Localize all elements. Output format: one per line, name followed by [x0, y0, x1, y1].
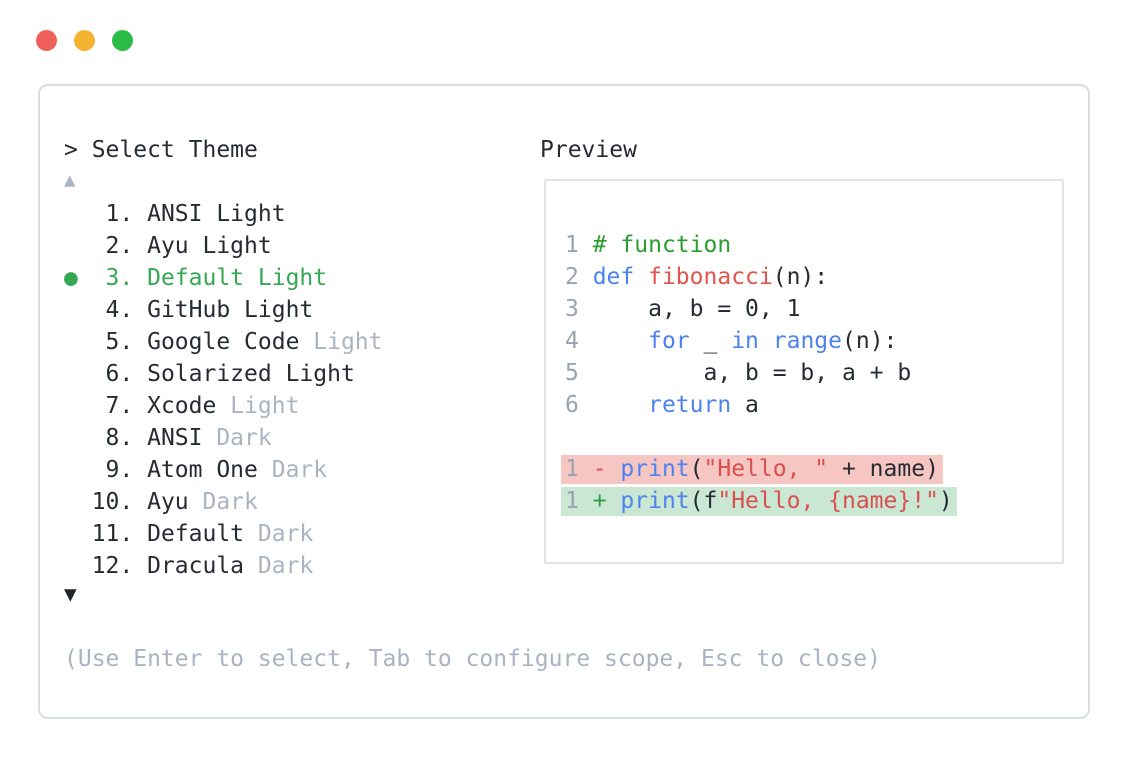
bullet-spacer	[64, 329, 92, 355]
keyboard-hint: (Use Enter to select, Tab to configure s…	[64, 646, 881, 672]
bullet-spacer	[64, 489, 92, 515]
theme-item[interactable]: 10. Ayu Dark	[64, 486, 383, 518]
code-preview-box: 1 # function 2 def fibonacci(n): 3 a, b = …	[544, 179, 1064, 564]
bullet-spacer	[64, 201, 92, 227]
theme-item[interactable]: 8. ANSI Dark	[64, 422, 383, 454]
minimize-button[interactable]	[74, 30, 95, 51]
bullet-spacer	[64, 393, 92, 419]
code-line: 4 for _ in range(n):	[565, 328, 898, 354]
scroll-up-icon[interactable]: ▲	[64, 169, 76, 191]
bullet-spacer	[64, 425, 92, 451]
code-preview: 1 # function 2 def fibonacci(n): 3 a, b = …	[546, 181, 1062, 517]
scroll-down-icon[interactable]: ▼	[64, 582, 77, 606]
bullet-spacer	[64, 521, 92, 547]
theme-item[interactable]: 1. ANSI Light	[64, 198, 383, 230]
diff-line-add: 1 + print(f"Hello, {name}!")	[561, 485, 1062, 517]
theme-item[interactable]: 4. GitHub Light	[64, 294, 383, 326]
bullet-spacer	[64, 361, 92, 387]
selected-bullet-icon: ●	[64, 265, 92, 291]
bullet-spacer	[64, 457, 92, 483]
bullet-spacer	[64, 233, 92, 259]
close-button[interactable]	[36, 30, 57, 51]
zoom-button[interactable]	[112, 30, 133, 51]
bullet-spacer	[64, 297, 92, 323]
code-line: 1 # function	[565, 232, 732, 258]
code-line: 2 def fibonacci(n):	[565, 264, 829, 290]
code-line: 5 a, b = b, a + b	[565, 360, 912, 386]
select-theme-prompt: > Select Theme	[64, 137, 258, 163]
theme-item[interactable]: 9. Atom One Dark	[64, 454, 383, 486]
theme-item[interactable]: 2. Ayu Light	[64, 230, 383, 262]
theme-item[interactable]: 6. Solarized Light	[64, 358, 383, 390]
theme-item[interactable]: ● 3. Default Light	[64, 265, 328, 291]
theme-item[interactable]: 7. Xcode Light	[64, 390, 383, 422]
theme-list: 1. ANSI Light 2. Ayu Light ● 3. Default L…	[64, 198, 383, 582]
diff-line-del: 1 - print("Hello, " + name)	[561, 453, 1062, 485]
code-line: 6 return a	[565, 392, 759, 418]
theme-item[interactable]: 11. Default Dark	[64, 518, 383, 550]
preview-heading: Preview	[540, 137, 637, 163]
theme-item[interactable]: 5. Google Code Light	[64, 326, 383, 358]
window-controls	[36, 30, 133, 51]
bullet-spacer	[64, 553, 92, 579]
code-line: 3 a, b = 0, 1	[565, 296, 801, 322]
theme-picker-panel: > Select Theme ▲ 1. ANSI Light 2. Ayu Li…	[38, 84, 1090, 719]
theme-item[interactable]: 12. Dracula Dark	[64, 550, 383, 582]
